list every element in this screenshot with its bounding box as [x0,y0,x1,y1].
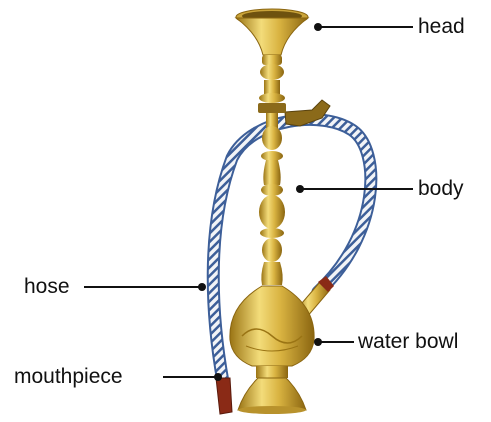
bowl-base [238,378,306,410]
dot-water-bowl [314,338,322,346]
label-hose: hose [24,276,70,297]
label-water-bowl: water bowl [358,331,458,352]
head-cup [236,18,308,55]
water-bowl-shape [230,286,314,366]
dot-body [296,185,304,193]
dot-head [314,23,322,31]
label-head: head [418,16,465,37]
label-mouthpiece: mouthpiece [14,366,123,387]
dot-hose [198,283,206,291]
dot-mouthpiece [214,373,222,381]
mouthpiece-shape [216,378,232,414]
label-body: body [418,178,464,199]
